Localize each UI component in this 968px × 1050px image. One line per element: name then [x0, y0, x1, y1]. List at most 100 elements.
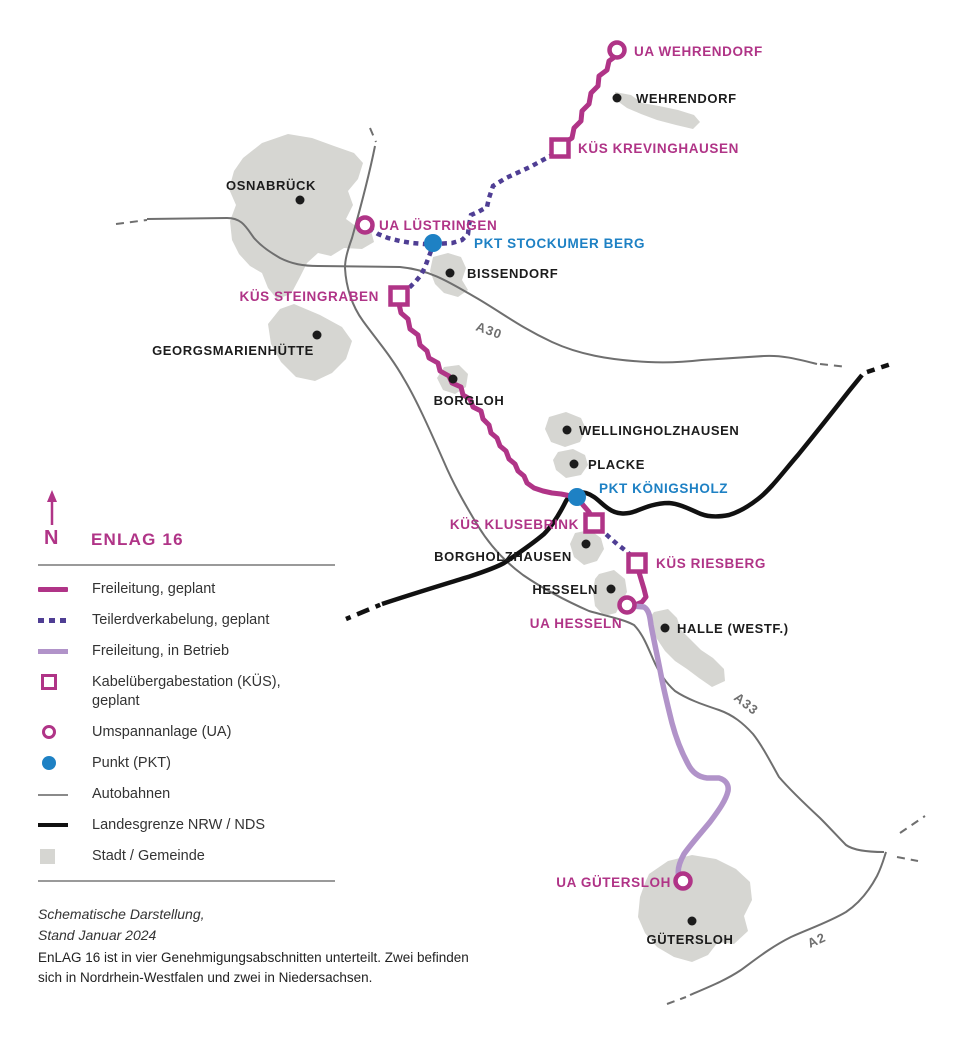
route-wehrendorf-krevinghausen — [559, 53, 618, 149]
city-dot-wehrendorf — [612, 93, 622, 103]
city-label-borgloh: BORGLOH — [434, 393, 505, 408]
city-area-guetersloh — [638, 855, 752, 962]
city-label-wellingholzhausen: WELLINGHOLZHAUSEN — [579, 423, 739, 438]
legend-item-label: Punkt (PKT) — [92, 755, 171, 771]
city-dot-guetersloh — [687, 916, 697, 926]
city-area-georgsmarienhuette — [268, 304, 352, 381]
city-dot-halle — [660, 623, 670, 633]
legend-item-freileitung-in-betrieb: Freileitung, in Betrieb — [38, 642, 340, 661]
ua-marker-luestringen — [355, 215, 375, 235]
station-label-ua-luestringen: UA LÜSTRINGEN — [379, 218, 497, 233]
kues-marker-steingraben — [388, 285, 410, 307]
kues-square-icon — [38, 673, 68, 691]
state-border — [345, 360, 895, 622]
kues-marker-klusebrink — [583, 512, 605, 534]
station-label-kues-steingraben: KÜS STEINGRABEN — [239, 289, 379, 304]
city-label-halle: HALLE (WESTF.) — [677, 621, 789, 636]
autobahn-a30-dashed-west — [115, 219, 148, 225]
kues-marker-riesberg — [626, 552, 648, 574]
note-line-2: Stand Januar 2024 — [38, 927, 157, 943]
freileitung-in-betrieb-swatch — [38, 642, 68, 660]
city-label-placke: PLACKE — [588, 457, 645, 472]
ua-marker-wehrendorf — [607, 40, 627, 60]
map-status-note: Schematische Darstellung, Stand Januar 2… — [38, 904, 340, 946]
route-luestringen-stockumerberg — [367, 226, 433, 247]
station-markers — [355, 40, 693, 891]
city-dot-georgsmarienhuette — [312, 330, 322, 340]
legend-item-label: Teilerdverkabelung, geplant — [92, 612, 270, 628]
legend-item-label: Landesgrenze NRW / NDS — [92, 817, 266, 833]
autobahn-lines — [115, 127, 926, 1005]
station-label-ua-hesseln: UA HESSELN — [530, 616, 623, 631]
teilerdverkabelung-swatch — [38, 611, 68, 629]
city-label-georgsmarienhuette: GEORGSMARIENHÜTTE — [152, 343, 314, 358]
legend-item-label: Umspannanlage (UA) — [92, 724, 232, 740]
autobahn-a33 — [344, 145, 885, 853]
city-dot-borgholzhausen — [581, 539, 591, 549]
city-label-borgholzhausen: BORGHOLZHAUSEN — [434, 549, 572, 564]
kues-marker-krevinghausen — [549, 137, 571, 159]
city-area-wehrendorf — [615, 92, 700, 129]
city-dot-borgloh — [448, 374, 458, 384]
state-border-dashed-northeast — [866, 360, 895, 375]
legend-item-pkt: Punkt (PKT) — [38, 754, 340, 773]
city-label-guetersloh: GÜTERSLOH — [646, 932, 733, 947]
legend-item-label: Stadt / Gemeinde — [92, 848, 205, 864]
map-labels: UA WEHRENDORF KÜS KREVINGHAUSEN UA LÜSTR… — [152, 44, 828, 951]
station-label-pkt-stockumer-berg: PKT STOCKUMER BERG — [474, 236, 645, 251]
autobahn-a2-dashed-northeast — [899, 815, 926, 834]
city-area-osnabrueck — [229, 134, 374, 299]
highway-label-a2: A2 — [805, 929, 828, 950]
city-label-hesseln: HESSELN — [532, 582, 598, 597]
legend-item-autobahnen: Autobahnen — [38, 785, 340, 804]
city-dot-wellingholzhausen — [562, 425, 572, 435]
route-krevinghausen-stockumerberg — [434, 152, 556, 247]
legend-item-label: Freileitung, geplant — [92, 581, 216, 597]
pkt-marker-koenigsholz — [568, 488, 586, 506]
legend-item-teilerdverkabelung: Teilerdverkabelung, geplant — [38, 611, 340, 630]
pkt-marker-stockumer-berg — [424, 234, 442, 252]
city-dot-hesseln — [606, 584, 616, 594]
autobahn-a33-dashed-north — [369, 127, 377, 143]
autobahn-a30-dashed-east — [819, 363, 848, 368]
north-label: N — [44, 527, 59, 549]
ua-marker-guetersloh — [673, 871, 693, 891]
autobahn-line-swatch — [38, 785, 68, 803]
station-label-pkt-koenigsholz: PKT KÖNIGSHOLZ — [599, 481, 728, 496]
autobahn-a30 — [146, 217, 818, 365]
city-dot-osnabrueck — [295, 195, 305, 205]
city-label-bissendorf: BISSENDORF — [467, 266, 558, 281]
city-label-wehrendorf: WEHRENDORF — [636, 91, 737, 106]
legend-item-label: Kabelübergabestation (KÜS), geplant — [92, 674, 281, 709]
station-label-kues-riesberg: KÜS RIESBERG — [656, 556, 766, 571]
station-label-ua-wehrendorf: UA WEHRENDORF — [634, 44, 763, 59]
legend-item-kues: Kabelübergabestation (KÜS), geplant — [38, 673, 340, 711]
state-border-dashed-southwest — [345, 601, 383, 622]
highway-label-a33: A33 — [731, 690, 761, 718]
legend-divider-top — [38, 564, 335, 566]
north-arrow-icon — [47, 490, 57, 525]
city-label-osnabrueck: OSNABRÜCK — [226, 178, 316, 193]
station-label-ua-guetersloh: UA GÜTERSLOH — [556, 875, 671, 890]
legend-item-label: Freileitung, in Betrieb — [92, 643, 230, 659]
city-dots — [295, 93, 697, 926]
state-border-main — [381, 373, 864, 607]
legend-item-freileitung-geplant: Freileitung, geplant — [38, 580, 340, 599]
legend-item-stadt-gemeinde: Stadt / Gemeinde — [38, 847, 340, 866]
autobahn-a33-dashed-southeast — [896, 856, 919, 862]
legend-item-label: Autobahnen — [92, 786, 171, 802]
route-steingraben-koenigsholz — [396, 303, 578, 500]
city-dot-placke — [569, 459, 579, 469]
highway-label-a30: A30 — [474, 319, 504, 342]
pkt-dot-icon — [38, 754, 68, 772]
stadt-gemeinde-swatch — [38, 847, 68, 865]
legend-items: Freileitung, geplant Teilerdverkabelung,… — [38, 580, 340, 866]
legend-item-landesgrenze: Landesgrenze NRW / NDS — [38, 816, 340, 835]
project-description: EnLAG 16 ist in vier Genehmigungsabschni… — [38, 950, 469, 985]
legend-title: ENLAG 16 — [91, 530, 184, 549]
note-line-1: Schematische Darstellung, — [38, 906, 205, 922]
autobahn-a2 — [689, 851, 887, 996]
landesgrenze-line-swatch — [38, 816, 68, 834]
